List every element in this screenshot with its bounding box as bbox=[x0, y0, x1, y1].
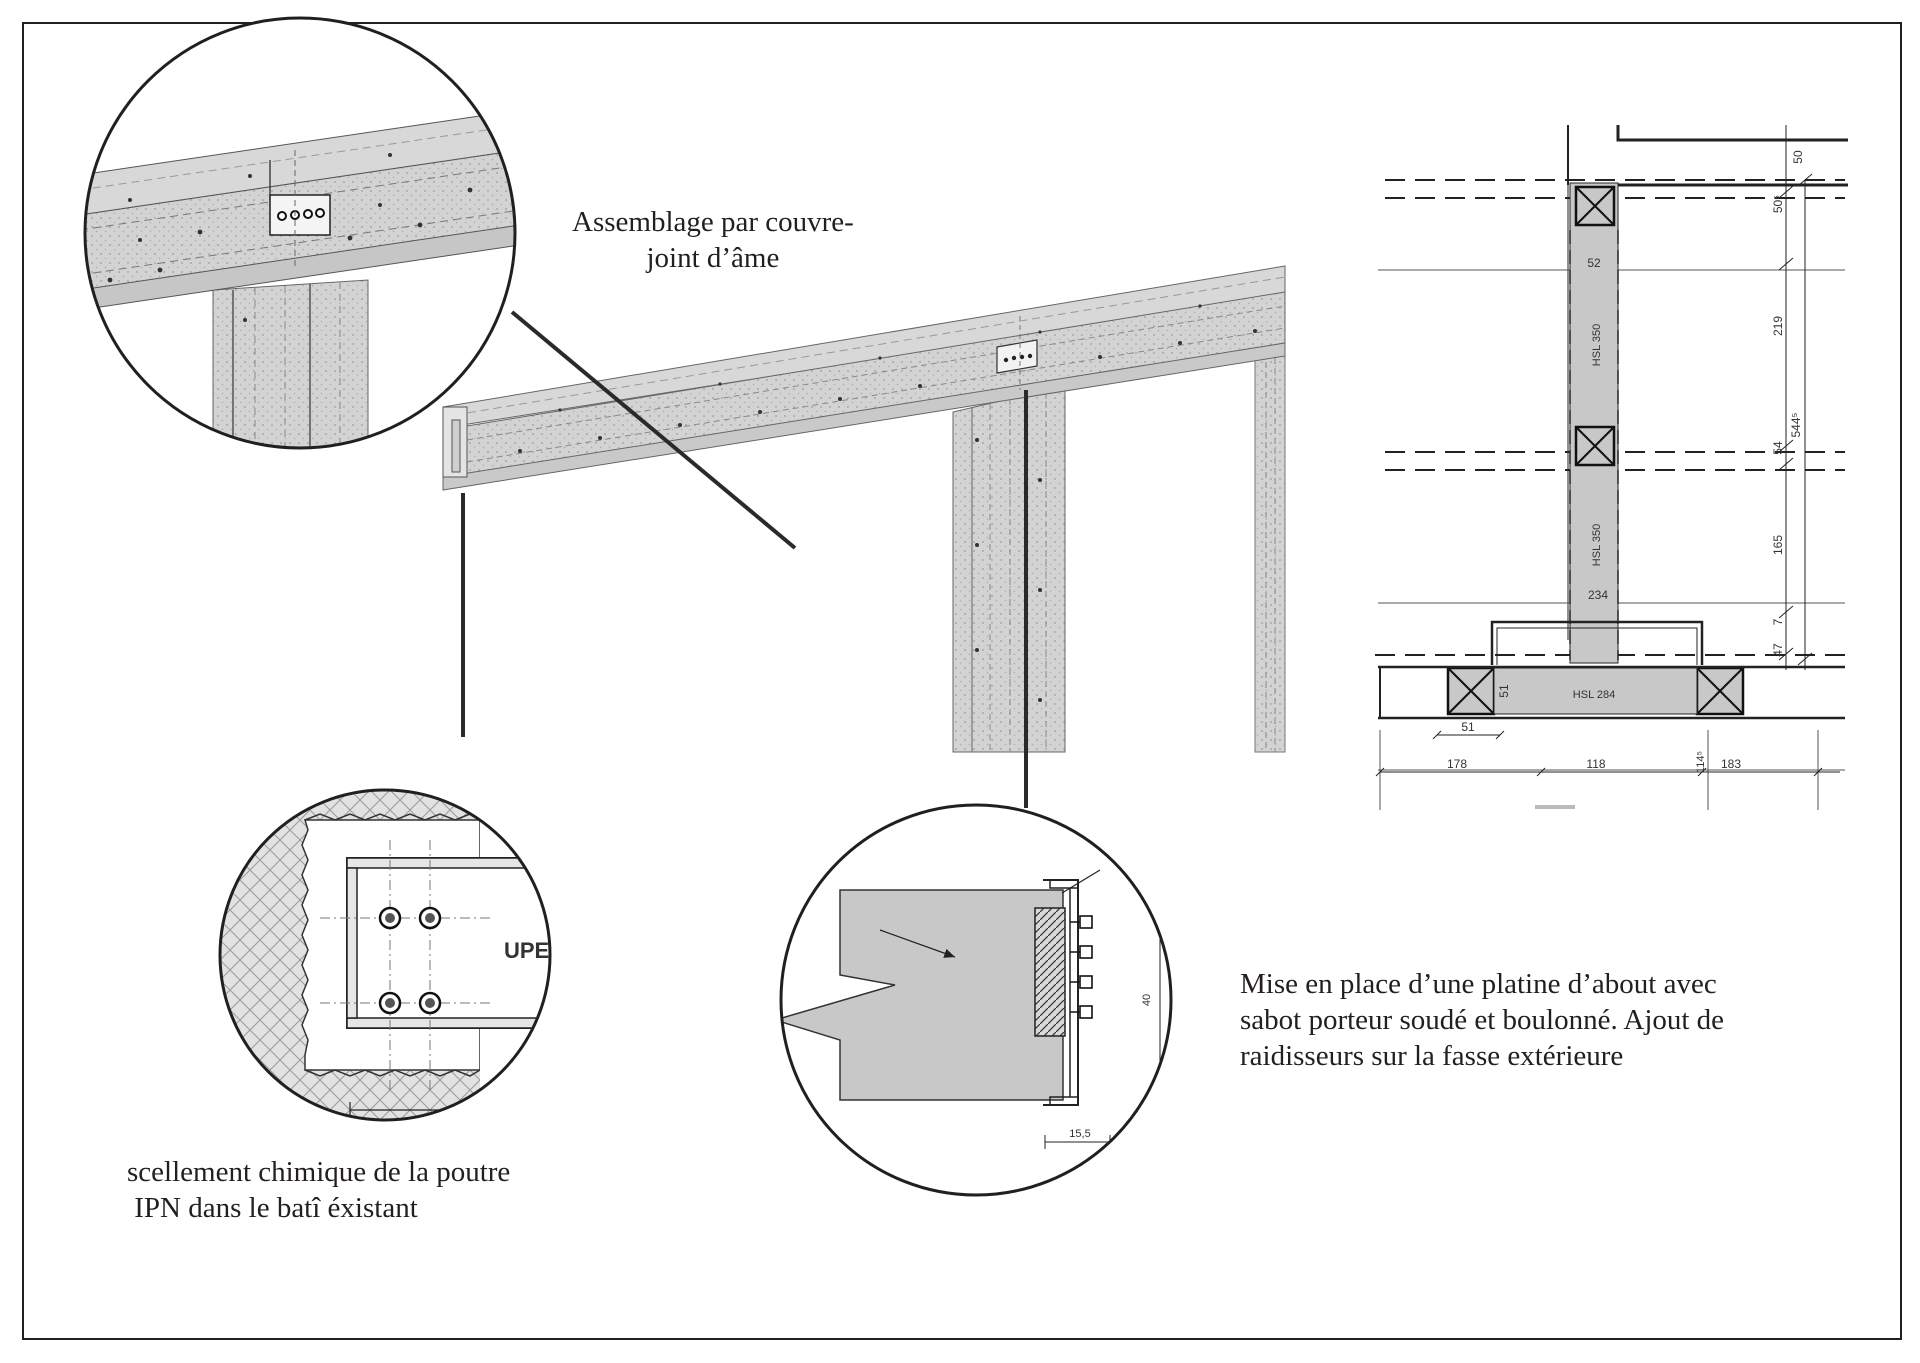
caption-platine-line-1: Mise en place d’une platine d’about avec bbox=[1240, 968, 1717, 1000]
leader-assemblage bbox=[510, 310, 797, 550]
perspective-view bbox=[442, 265, 1286, 808]
dim-51-horizontal: 51 bbox=[1461, 720, 1475, 734]
caption-assemblage-line-1: Assemblage par couvre- bbox=[572, 206, 854, 238]
dim-50-5: 50⁵ bbox=[1771, 195, 1785, 213]
label-hsl-350-lower: HSL 350 bbox=[1591, 524, 1603, 566]
dim-178: 178 bbox=[1447, 757, 1467, 771]
detail-upe-circle: 150 UPE 200 bbox=[218, 788, 592, 1134]
detail-splice-circle bbox=[83, 16, 517, 450]
dim-114-5: 114⁵ bbox=[1695, 751, 1707, 773]
upe-dimension: 150 bbox=[381, 1115, 409, 1134]
sheet-frame bbox=[22, 22, 1902, 1340]
caption-scellement: scellement chimique de la poutre IPN dan… bbox=[127, 1154, 510, 1226]
dim-51-vertical: 51 bbox=[1497, 684, 1511, 698]
dim-52: 52 bbox=[1587, 256, 1601, 270]
label-hsl-284: HSL 284 bbox=[1573, 689, 1615, 701]
upe-profile-label: UPE 200 bbox=[504, 938, 592, 963]
caption-assemblage-line-2: joint d’âme bbox=[646, 242, 780, 274]
detail-endplate-circle: 40 15,5 bbox=[779, 803, 1173, 1197]
dim-50: 50 bbox=[1791, 150, 1805, 164]
caption-assemblage: Assemblage par couvre- joint d’âme bbox=[572, 204, 854, 276]
dim-219: 219 bbox=[1771, 316, 1785, 336]
dim-47: 47 bbox=[1771, 643, 1785, 657]
front-post bbox=[952, 385, 1066, 753]
caption-platine-line-2: sabot porteur soudé et boulonné. Ajout d… bbox=[1240, 1004, 1725, 1036]
endplate-height-dim: 40 bbox=[1141, 994, 1153, 1006]
dim-118: 118 bbox=[1586, 757, 1605, 771]
label-hsl-350-upper: HSL 350 bbox=[1591, 324, 1603, 366]
dim-544-5: 544⁵ bbox=[1789, 412, 1803, 437]
endplate-width-dim: 15,5 bbox=[1069, 1128, 1090, 1140]
dim-165: 165 bbox=[1771, 535, 1785, 555]
dim-183: 183 bbox=[1721, 757, 1741, 771]
dim-7: 7 bbox=[1771, 618, 1785, 625]
section-plan: 50 50⁵ 219 54 544⁵ 165 7 47 52 234 51 HS… bbox=[1375, 125, 1848, 810]
caption-scellement-line-1: scellement chimique de la poutre bbox=[127, 1156, 511, 1188]
dim-54: 54 bbox=[1771, 441, 1785, 455]
caption-platine-line-3: raidisseurs sur la fasse extérieure bbox=[1240, 1040, 1624, 1072]
dim-234: 234 bbox=[1588, 588, 1608, 602]
rear-post bbox=[1254, 342, 1286, 753]
caption-platine: Mise en place d’une platine d’about avec… bbox=[1240, 966, 1724, 1074]
caption-scellement-line-2: IPN dans le batî éxistant bbox=[127, 1192, 418, 1224]
main-beam bbox=[442, 265, 1286, 491]
